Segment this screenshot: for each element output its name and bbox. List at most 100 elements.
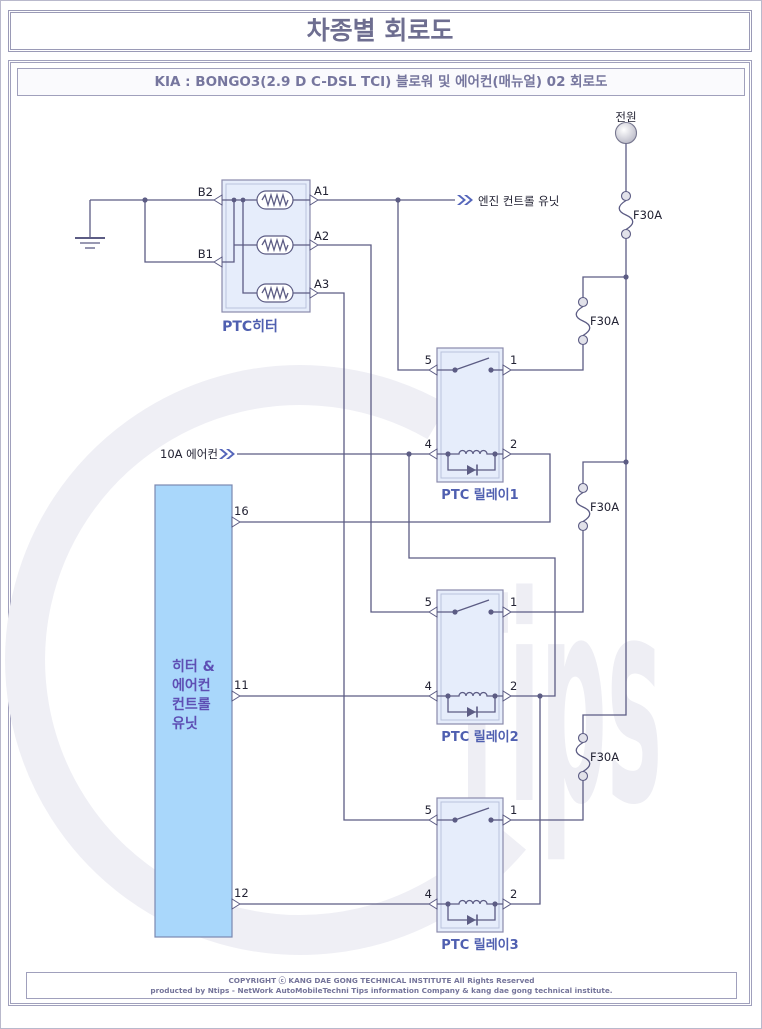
fuse-element <box>575 741 591 773</box>
connector-arrow-icon <box>464 195 473 205</box>
ptc-heater-inner-border <box>225 183 307 309</box>
pin-label-5: 5 <box>425 353 432 367</box>
fuse-label: F30A <box>590 500 619 514</box>
relay-inner-border <box>440 593 500 721</box>
pin-label-4: 4 <box>425 437 432 451</box>
wire-a1-relay1 <box>397 200 429 371</box>
control-unit-label-line: 에어컨 <box>172 677 211 694</box>
diagram-frame <box>8 60 752 1006</box>
relay-switch <box>437 807 503 823</box>
pin-label-4: 4 <box>425 887 432 901</box>
wire-ground-b1 <box>144 200 214 263</box>
terminal-a3 <box>309 287 319 299</box>
relay-label: PTC 릴레이2 <box>441 729 518 745</box>
relay-switch <box>437 599 503 615</box>
terminal-5 <box>428 606 438 618</box>
heater-element-3 <box>256 283 294 303</box>
terminal-label-a1: A1 <box>314 184 329 198</box>
fuse-label: F30A <box>590 750 619 764</box>
fuse-element <box>575 491 591 523</box>
terminal-label-a2: A2 <box>314 229 329 243</box>
heater-aircon-control-unit: 16 11 12 히터 & 에어컨 컨트롤 유닛 <box>154 484 249 938</box>
pin-label-1: 1 <box>510 803 517 817</box>
fuse-2: F30A <box>575 296 619 346</box>
pin-label-2: 2 <box>510 887 517 901</box>
switch-blade <box>454 599 490 613</box>
relay-inner-border <box>440 351 500 479</box>
ptc-relay-3: 5 1 4 2 PTC 릴레이3 <box>425 797 519 953</box>
pin-label-5: 5 <box>425 595 432 609</box>
pin-label-16: 16 <box>234 504 249 518</box>
fuse-label: F30A <box>590 314 619 328</box>
wire-bus-fuse2 <box>582 276 626 298</box>
junction-dot <box>231 197 237 203</box>
relay-diode <box>447 904 496 926</box>
heater-element-resistor <box>261 237 289 253</box>
heater-element-1 <box>256 190 294 210</box>
wire-fuse4-relay3 <box>511 780 584 821</box>
terminal-16 <box>231 516 241 528</box>
switch-blade <box>454 807 490 821</box>
terminal-a2 <box>309 239 319 251</box>
pin-label-2: 2 <box>510 679 517 693</box>
fuse-terminal <box>577 732 589 744</box>
pin-label-11: 11 <box>234 678 249 692</box>
terminal-2 <box>502 898 512 910</box>
terminal-5 <box>428 364 438 376</box>
engine-unit-connector: 엔진 컨트롤 유닛 <box>457 194 559 208</box>
control-unit-body <box>154 484 233 938</box>
pin-label-2: 2 <box>510 437 517 451</box>
connector-arrow-icon <box>226 449 235 459</box>
terminal-12 <box>231 898 241 910</box>
fuse-element <box>575 305 591 337</box>
terminal-label-b1: B1 <box>198 247 213 261</box>
heater-internal-wire <box>242 200 257 294</box>
coil-winding <box>437 899 503 905</box>
switch-blade <box>454 357 490 371</box>
fuse-element <box>618 199 634 231</box>
terminal-b1 <box>213 256 223 268</box>
terminal-4 <box>428 690 438 702</box>
relay-label: PTC 릴레이1 <box>441 487 518 503</box>
fuse-terminal <box>620 190 632 202</box>
terminal-label-b2: B2 <box>198 185 213 199</box>
terminal-5 <box>428 814 438 826</box>
wire-aircon-relay3-coil <box>511 696 541 905</box>
fuse-terminal <box>577 770 589 782</box>
ptc-relay-2: 5 1 4 2 PTC 릴레이2 <box>425 589 519 745</box>
wire-a3-relay3 <box>318 292 429 821</box>
aircon-feed-label: 10A 에어컨 <box>160 447 218 461</box>
junction-dot <box>240 197 246 203</box>
terminal-a1 <box>309 194 319 206</box>
fuse-1: F30A <box>618 190 662 240</box>
diode-icon <box>467 707 476 717</box>
relay-label: PTC 릴레이3 <box>441 937 518 953</box>
copyright-footer: COPYRIGHT ⓒ KANG DAE GONG TECHNICAL INST… <box>26 972 737 999</box>
relay-body <box>436 797 504 933</box>
relay-inner-border <box>440 801 500 929</box>
control-unit-label-line: 히터 & <box>172 658 215 675</box>
copyright-line: COPYRIGHT ⓒ KANG DAE GONG TECHNICAL INST… <box>228 976 535 985</box>
relay-body <box>436 347 504 483</box>
relay-switch <box>437 357 503 373</box>
wire-relay1-control-16 <box>240 453 551 523</box>
wire-fuse2-relay1 <box>511 344 584 371</box>
relay-diode <box>447 696 496 718</box>
wire-power-bus <box>582 238 627 734</box>
terminal-4 <box>428 448 438 460</box>
ptc-heater-label: PTC히터 <box>222 318 278 335</box>
heater-element-2 <box>256 235 294 255</box>
fuse-3: F30A <box>575 482 619 532</box>
fuse-terminal <box>577 520 589 532</box>
pin-label-5: 5 <box>425 803 432 817</box>
ptc-heater: B2 B1 A1 A2 A3 PTC히터 <box>198 179 329 335</box>
fuse-terminal <box>620 228 632 240</box>
terminal-1 <box>502 814 512 826</box>
pin-label-1: 1 <box>510 353 517 367</box>
fuse-terminal <box>577 296 589 308</box>
terminal-1 <box>502 606 512 618</box>
relay-diode <box>447 454 496 476</box>
coil-winding <box>437 449 503 455</box>
page-title: 차종별 회로도 <box>8 10 752 52</box>
ptc-relay-1: 5 1 4 2 PTC 릴레이1 <box>425 347 519 503</box>
